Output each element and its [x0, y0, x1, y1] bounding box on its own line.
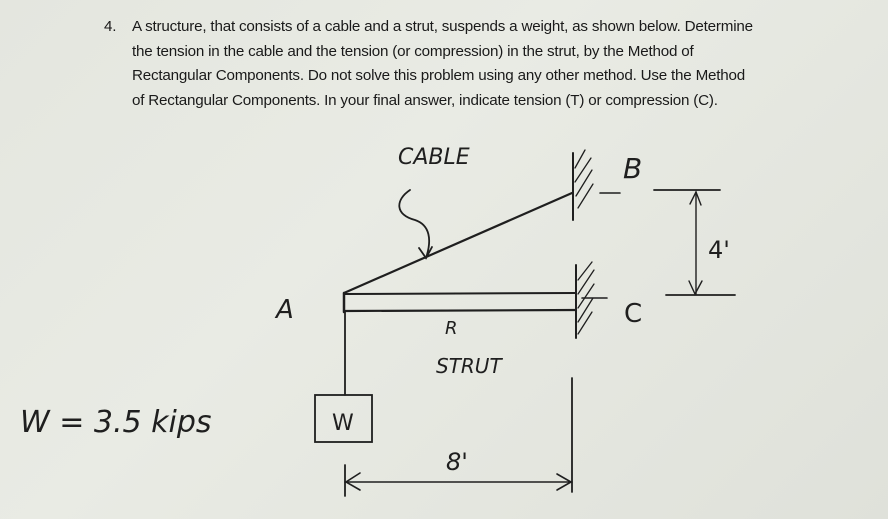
strut-bottom-line: [342, 308, 578, 313]
cable-pointer-arrow: [398, 189, 431, 259]
problem-line: of Rectangular Components. In your final…: [132, 91, 718, 109]
wall-c-hatch: [577, 261, 595, 335]
label-strut: STRUT: [436, 354, 503, 378]
label-point-a: A: [274, 295, 294, 325]
wall-b-hatch: [574, 149, 594, 209]
problem-text: A structure, that consists of a cable an…: [132, 15, 834, 113]
problem-statement: 4. A structure, that consists of a cable…: [104, 15, 834, 113]
arrow-down-icon: [688, 280, 703, 296]
arrow-left-icon: [344, 472, 361, 491]
weight-box: [314, 394, 373, 443]
arrow-up-icon: [689, 190, 702, 206]
strut-top-line: [343, 292, 577, 295]
label-strut-symbol: R: [445, 318, 458, 339]
problem-line: Rectangular Components. Do not solve thi…: [132, 67, 746, 84]
arrowhead-icon: [418, 246, 433, 260]
label-weight-box: W: [332, 411, 354, 436]
label-point-c: C: [624, 299, 642, 329]
problem-number: 4.: [104, 18, 117, 35]
arrow-right-icon: [556, 473, 573, 491]
problem-line: A structure, that consists of a cable an…: [132, 18, 753, 35]
problem-line: the tension in the cable and the tension…: [132, 42, 694, 60]
label-cable: CABLE: [398, 145, 470, 170]
label-point-b: B: [623, 152, 642, 185]
cable-line: [342, 191, 574, 295]
label-vertical-dim: 4': [708, 236, 730, 264]
label-horizontal-dim: 8': [446, 448, 468, 476]
label-weight-given: W = 3.5 kips: [20, 405, 212, 440]
